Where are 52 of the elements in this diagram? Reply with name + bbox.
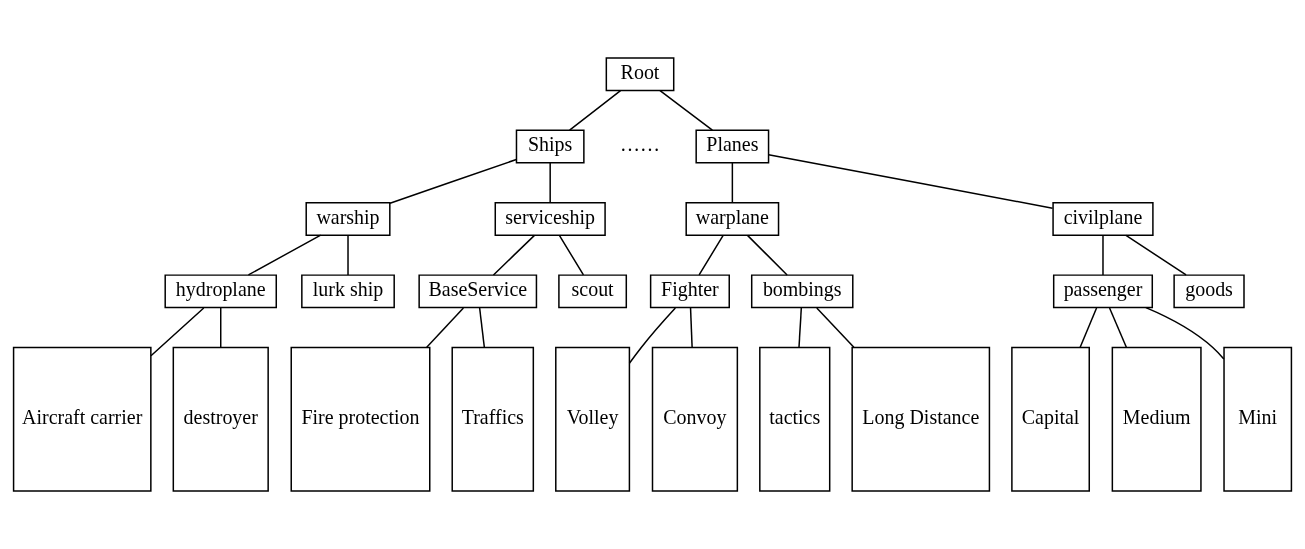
node-box: warplane [685,202,780,236]
connector [798,307,803,348]
node-box: Traffics [451,346,535,492]
node-box: lurk ship [301,274,395,309]
connector [347,234,349,276]
node-box: Medium [1111,346,1202,492]
node-box: Capital [1011,346,1090,492]
connector [698,234,724,276]
node-box: passenger [1052,274,1154,309]
connector [1125,234,1187,276]
connector [746,234,788,276]
connector [247,234,322,276]
connector [478,307,486,348]
node-box: tactics [759,346,831,492]
connector [549,162,551,204]
connector [816,307,855,348]
node-box: Aircraft carrier [12,346,152,492]
node-box: Fire protection [290,346,431,492]
node-box: hydroplane [164,274,277,309]
connector [628,307,677,364]
connector [1079,307,1098,348]
connector [558,234,585,276]
connector [492,234,536,276]
node-box: serviceship [494,202,606,236]
node-box: Volley [555,346,631,492]
connector [1145,306,1225,360]
node-box: Planes [695,129,770,164]
connector [150,307,205,357]
connector [426,307,465,348]
connector [659,89,714,131]
connector [220,307,222,348]
connector [767,153,1054,209]
node-box: scout [558,274,628,309]
node-box: Mini [1223,346,1293,492]
node-box: Fighter [649,274,730,309]
node-box: warship [305,202,391,236]
node-box: goods [1173,274,1245,309]
connector [1108,307,1128,348]
connector [731,162,734,204]
node-box: civilplane [1052,202,1154,236]
connector [689,307,693,348]
label: …… [620,133,660,156]
node-box: Root [605,57,675,92]
connector [568,89,622,131]
node-box: Convoy [651,346,739,492]
node-box: destroyer [172,346,269,492]
node-box: Ships [515,129,585,164]
node-box: Long Distance [851,346,991,492]
connector [1102,234,1104,276]
connector [389,158,518,204]
node-box: bombings [750,274,854,309]
node-box: BaseService [418,274,538,309]
